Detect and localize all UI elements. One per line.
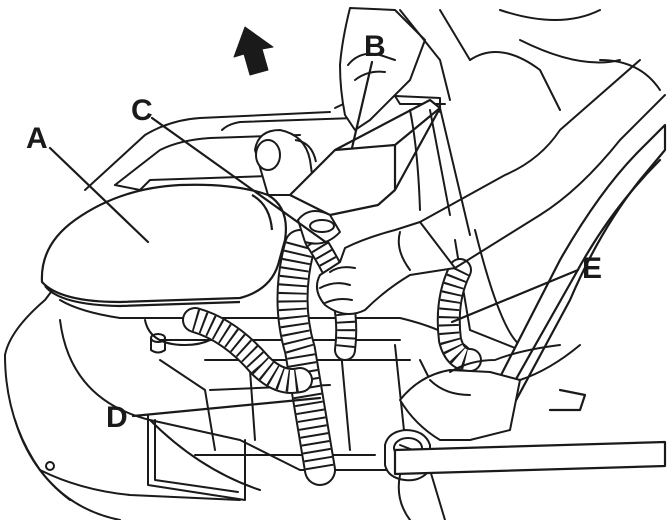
callout-a: A bbox=[26, 122, 48, 155]
up-arrow-icon bbox=[233, 26, 274, 76]
handle-bar bbox=[476, 123, 667, 432]
callout-e: E bbox=[582, 252, 602, 285]
lower-clamp bbox=[384, 429, 446, 520]
leader-c bbox=[150, 116, 329, 245]
leader-lines bbox=[48, 60, 580, 418]
funnel-box bbox=[288, 98, 442, 231]
hose-left bbox=[182, 307, 313, 394]
bottom-rail bbox=[393, 440, 667, 476]
upper-hand bbox=[339, 7, 661, 131]
leader-a bbox=[48, 146, 150, 244]
leader-d bbox=[131, 396, 322, 418]
callout-d: D bbox=[106, 401, 128, 434]
hinge-knob bbox=[254, 129, 317, 196]
middle-hand bbox=[315, 59, 666, 315]
callout-c: C bbox=[131, 94, 153, 127]
lower-hand bbox=[399, 344, 581, 441]
leader-b bbox=[350, 60, 374, 150]
hose-e bbox=[436, 258, 482, 372]
callout-b: B bbox=[364, 30, 386, 63]
hose-collar bbox=[297, 210, 341, 245]
hose-d bbox=[276, 229, 336, 486]
leader-e bbox=[450, 268, 580, 324]
cover-panel bbox=[40, 183, 287, 308]
